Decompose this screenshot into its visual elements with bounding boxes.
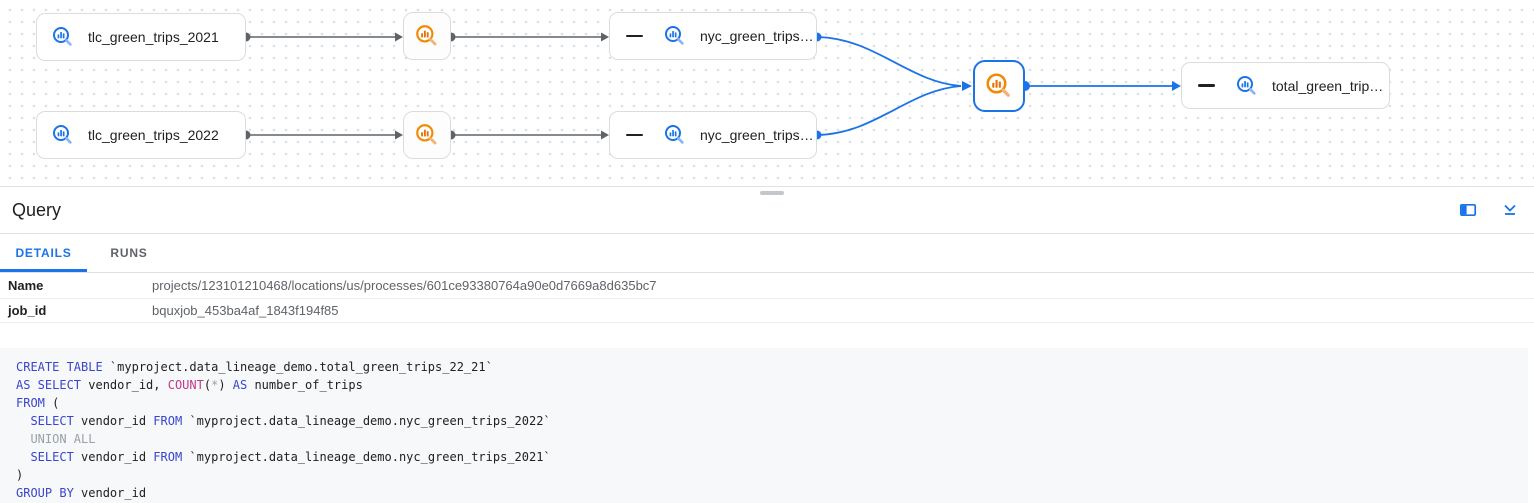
code-line: AS SELECT vendor_id, COUNT(*) AS number_…: [16, 378, 363, 392]
detail-row-job-id: job_id bquxjob_453ba4af_1843f194f85: [0, 299, 1534, 323]
lineage-graph[interactable]: tlc_green_trips_2021 nyc_green_trips…: [0, 0, 1534, 187]
collapse-dash-icon[interactable]: [626, 34, 643, 38]
panel-tabs: DETAILS RUNS: [0, 234, 1534, 273]
open-in-side-panel-button[interactable]: [1458, 200, 1478, 220]
side-panel-icon: [1459, 203, 1477, 217]
collapse-panel-icon: [1504, 204, 1516, 215]
sql-code-block: CREATE TABLE `myproject.data_lineage_dem…: [0, 348, 1528, 503]
node-label: total_green_trip…: [1272, 77, 1384, 94]
bigquery-table-icon: [1237, 75, 1256, 95]
bigquery-table-icon: [53, 125, 72, 144]
node-nyc-green-trips-bottom[interactable]: nyc_green_trips…: [609, 111, 817, 159]
query-process-icon: [986, 73, 1010, 97]
node-process-query-selected[interactable]: [973, 60, 1025, 112]
node-process-query-1[interactable]: [403, 12, 451, 60]
tab-details[interactable]: DETAILS: [0, 234, 87, 272]
query-process-icon: [416, 124, 437, 145]
query-details-panel: Query DETAILS RUNS Name projects/1231012…: [0, 187, 1534, 503]
panel-title: Query: [12, 199, 62, 220]
panel-header: Query: [0, 187, 1534, 234]
bigquery-table-icon: [665, 125, 684, 144]
node-tlc-green-trips-2021[interactable]: tlc_green_trips_2021: [36, 13, 246, 61]
code-line: ): [16, 468, 24, 482]
node-label: nyc_green_trips…: [700, 127, 814, 143]
detail-row-name: Name projects/123101210468/locations/us/…: [0, 273, 1534, 299]
code-line: CREATE TABLE `myproject.data_lineage_dem…: [16, 360, 493, 374]
collapse-panel-button[interactable]: [1500, 200, 1520, 220]
code-line: SELECT vendor_id FROM `myproject.data_li…: [30, 414, 551, 428]
node-label: tlc_green_trips_2022: [88, 127, 219, 143]
code-line: FROM (: [16, 396, 60, 410]
collapse-dash-icon[interactable]: [1198, 84, 1215, 87]
bigquery-table-icon: [53, 27, 72, 46]
query-process-icon: [416, 25, 437, 46]
node-process-query-2[interactable]: [403, 111, 451, 159]
node-nyc-green-trips-top[interactable]: nyc_green_trips…: [609, 12, 817, 60]
detail-label: job_id: [8, 303, 47, 318]
code-line: SELECT vendor_id FROM `myproject.data_li…: [30, 450, 551, 464]
node-tlc-green-trips-2022[interactable]: tlc_green_trips_2022: [36, 111, 246, 159]
bigquery-table-icon: [665, 26, 684, 45]
code-line: GROUP BY vendor_id: [16, 486, 147, 500]
detail-value: projects/123101210468/locations/us/proce…: [152, 278, 657, 293]
detail-value: bquxjob_453ba4af_1843f194f85: [152, 303, 339, 318]
collapse-dash-icon[interactable]: [626, 133, 643, 137]
panel-resize-handle[interactable]: [760, 191, 784, 195]
node-label: nyc_green_trips…: [700, 28, 814, 44]
detail-label: Name: [8, 278, 44, 293]
node-label: tlc_green_trips_2021: [88, 29, 219, 45]
node-total-green-trips[interactable]: total_green_trip…: [1181, 62, 1390, 109]
tab-runs[interactable]: RUNS: [110, 246, 148, 260]
code-line: UNION ALL: [16, 432, 96, 446]
